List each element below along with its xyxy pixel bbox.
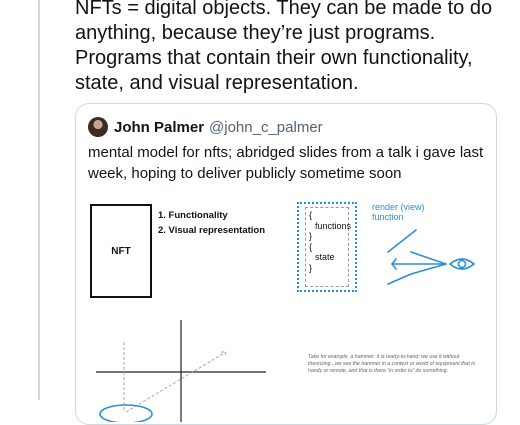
render-label-line: function <box>372 212 404 222</box>
code-line: { <box>309 210 313 220</box>
highlight-ellipse <box>99 404 153 422</box>
code-line: } <box>309 262 313 273</box>
author-name[interactable]: John Palmer <box>114 118 205 136</box>
quoted-tweet-card[interactable]: John Palmer @john_c_palmer mental model … <box>75 103 497 425</box>
code-line: { <box>309 241 313 252</box>
feature-list: 1. Functionality 2. Visual representatio… <box>158 208 265 238</box>
slide-images[interactable]: NFT 1. Functionality 2. Visual represent… <box>76 192 496 422</box>
nft-box: NFT <box>90 204 152 298</box>
author-handle[interactable]: @john_c_palmer <box>209 118 323 136</box>
quoted-tweet-text: mental model for nfts; abridged slides f… <box>88 144 484 182</box>
nft-label: NFT <box>111 245 131 257</box>
code-box: { functions } { state } <box>297 202 357 292</box>
avatar[interactable] <box>88 117 108 137</box>
arrow-line <box>387 229 417 253</box>
tweet-text: NFTs = digital objects. They can be made… <box>75 0 493 94</box>
arrow-line <box>387 273 412 285</box>
code-block: { functions } { state } <box>305 207 352 287</box>
code-line: state <box>315 252 335 262</box>
axes-diagram <box>96 320 266 422</box>
feature-visual-representation: 2. Visual representation <box>158 225 266 236</box>
thread-line <box>38 0 40 400</box>
render-label-line: render (view) <box>372 202 425 212</box>
code-line: } <box>309 231 313 241</box>
feature-functionality: 1. Functionality <box>158 210 228 221</box>
arrow-line <box>410 251 447 265</box>
render-arrows-eye-icon <box>387 229 476 285</box>
eye-icon <box>448 258 476 270</box>
arrow-line <box>410 263 447 275</box>
hammer-quote: Take for example, a hammer: it is ready-… <box>308 354 475 374</box>
code-line: functions <box>315 220 352 231</box>
render-function-label: render (view) function <box>372 202 425 222</box>
quoted-tweet-header: John Palmer @john_c_palmer <box>88 116 323 138</box>
